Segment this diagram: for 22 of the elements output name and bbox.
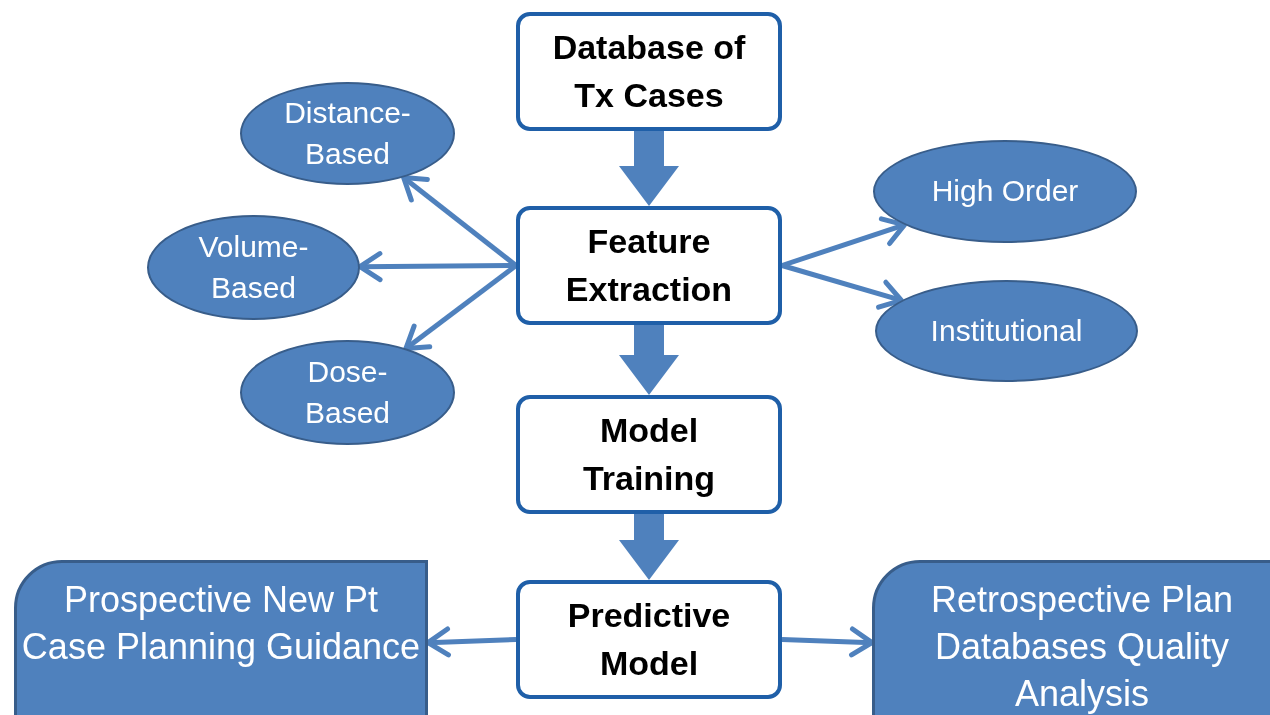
application-panel	[872, 560, 1270, 715]
node-label: Database of Tx Cases	[551, 26, 747, 116]
node-label: Volume-Based	[197, 229, 310, 306]
node-label: Retrospective Plan Databases Quality Analysis	[929, 578, 1235, 715]
process-box	[516, 206, 782, 325]
arrow	[781, 263, 904, 310]
node-label: Institutional	[930, 312, 1083, 349]
arrow	[781, 216, 907, 268]
node-label: High Order	[931, 173, 1079, 210]
node-label: Distance-Based	[283, 95, 412, 172]
process-box	[516, 580, 782, 699]
block-arrow	[619, 514, 679, 580]
node-label: Predictive Model	[566, 594, 732, 684]
node-label: Dose-Based	[303, 354, 392, 431]
process-box	[516, 395, 782, 514]
block-arrow	[619, 131, 679, 206]
node-label: Model Training	[581, 409, 717, 499]
block-arrow	[619, 325, 679, 395]
node-label: Prospective New Pt Case Planning Guidance	[21, 578, 421, 669]
process-box	[516, 12, 782, 131]
application-panel	[14, 560, 428, 715]
node-label: Feature Extraction	[564, 220, 734, 310]
